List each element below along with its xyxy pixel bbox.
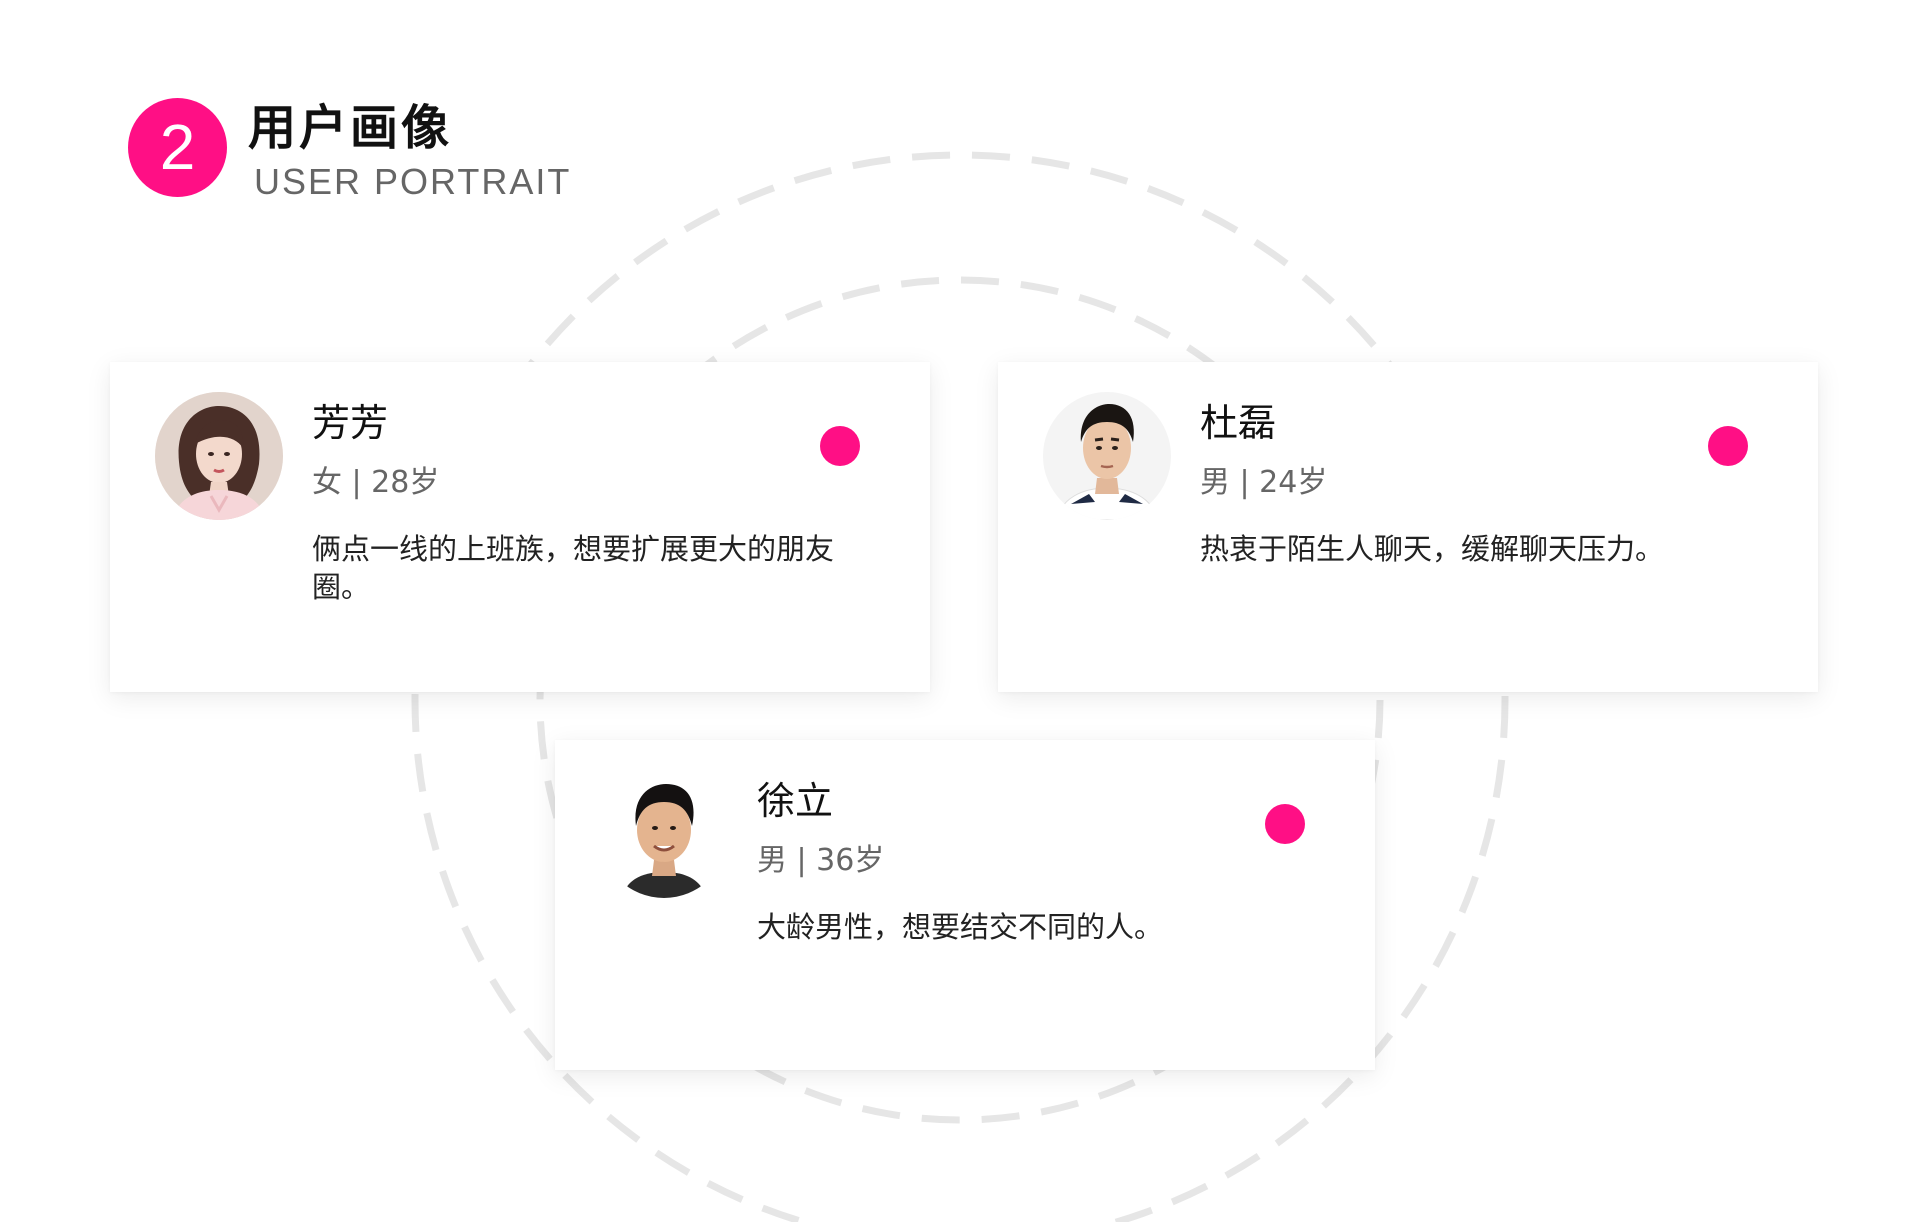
man-avatar-icon [600,770,728,898]
section-number-badge: 2 [128,98,227,197]
persona-description: 俩点一线的上班族，想要扩展更大的朋友圈。 [312,532,835,604]
persona-name: 杜磊 [1200,401,1277,445]
persona-description: 热衷于陌生人聊天，缓解聊天压力。 [1200,532,1665,566]
inner-dashed-ring [536,276,1384,1124]
section-subtitle: USER PORTRAIT [254,161,572,202]
persona-gender-age: 男 | 36岁 [757,843,885,878]
accent-dot [1708,426,1748,466]
persona-gender-age: 女 | 28岁 [312,465,440,500]
accent-dot [820,426,860,466]
persona-card-fangfang: 芳芳 女 | 28岁 俩点一线的上班族，想要扩展更大的朋友圈。 [110,362,930,692]
young-man-avatar-icon [1043,392,1171,520]
persona-description: 大龄男性，想要结交不同的人。 [757,910,1164,944]
outer-dashed-ring [411,151,1509,1222]
section-title: 用户画像 [248,100,453,156]
persona-card-xuli: 徐立 男 | 36岁 大龄男性，想要结交不同的人。 [555,740,1375,1070]
persona-name: 芳芳 [312,401,389,445]
persona-card-dulei: 杜磊 男 | 24岁 热衷于陌生人聊天，缓解聊天压力。 [998,362,1818,692]
persona-name: 徐立 [757,779,834,823]
accent-dot [1265,804,1305,844]
persona-gender-age: 男 | 24岁 [1200,465,1328,500]
woman-avatar-icon [155,392,283,520]
